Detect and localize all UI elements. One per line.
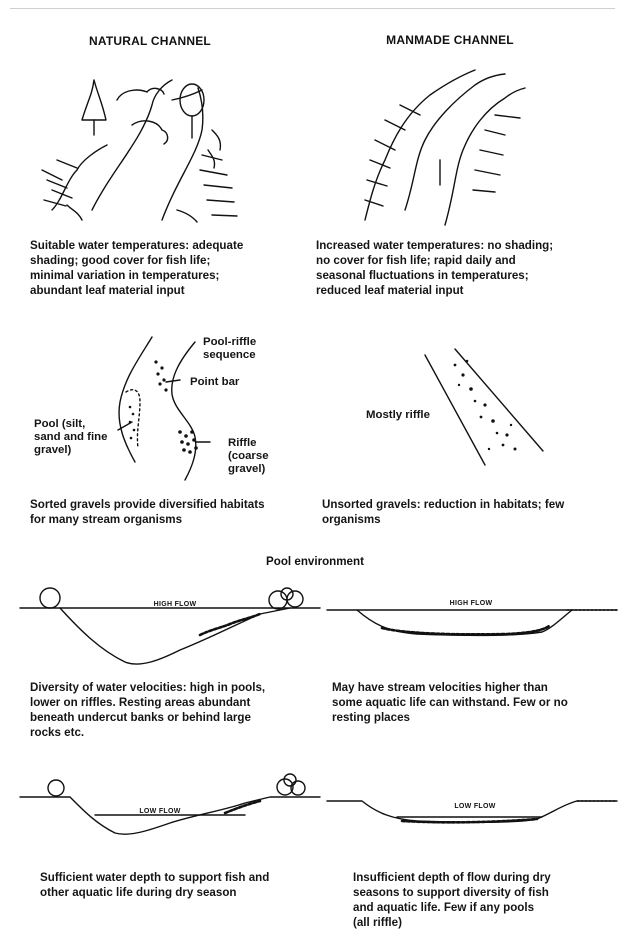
label-line: sequence xyxy=(203,349,313,362)
caption-line: no cover for fish life; rapid daily and xyxy=(316,253,616,268)
low-flow-left-caption: Sufficient water depth to support fish a… xyxy=(40,870,320,900)
low-flow-right-caption: Insufficient depth of flow during dry se… xyxy=(353,870,618,930)
pool-environment-title: Pool environment xyxy=(230,555,400,568)
caption-line: seasonal fluctuations in temperatures; xyxy=(316,268,616,283)
caption-line: some aquatic life can withstand. Few or … xyxy=(332,695,617,710)
caption-line: Sorted gravels provide diversified habit… xyxy=(30,497,315,512)
caption-line: rocks etc. xyxy=(30,725,320,740)
riffle-label: Riffle (coarse gravel) xyxy=(228,437,308,476)
pool-riffle-label: Pool-riffle sequence xyxy=(203,336,313,362)
high-flow-label-right: HIGH FLOW xyxy=(431,600,511,607)
natural-channel-illustration xyxy=(22,60,252,230)
caption-line: abundant leaf material input xyxy=(30,283,305,298)
sorted-gravels-caption: Sorted gravels provide diversified habit… xyxy=(30,497,315,527)
unsorted-gravel-dots xyxy=(454,360,517,451)
point-bar-label: Point bar xyxy=(190,376,239,389)
caption-line: Diversity of water velocities: high in p… xyxy=(30,680,320,695)
caption-line: for many stream organisms xyxy=(30,512,315,527)
label-line: gravel) xyxy=(228,463,308,476)
caption-line: Insufficient depth of flow during dry xyxy=(353,870,618,885)
low-flow-manmade-cross-section xyxy=(327,793,617,853)
caption-line: minimal variation in temperatures; xyxy=(30,268,305,283)
label-line: Riffle xyxy=(228,437,308,450)
manmade-channel-illustration xyxy=(345,60,545,230)
manmade-channel-caption: Increased water temperatures: no shading… xyxy=(316,238,616,298)
pool-label: Pool (silt, sand and fine gravel) xyxy=(34,418,134,457)
low-flow-label-left: LOW FLOW xyxy=(120,808,200,815)
low-flow-natural-cross-section xyxy=(20,775,320,855)
caption-line: lower on riffles. Resting areas abundant xyxy=(30,695,320,710)
label-line: gravel) xyxy=(34,444,134,457)
manmade-channel-heading: MANMADE CHANNEL xyxy=(360,33,540,47)
caption-line: reduced leaf material input xyxy=(316,283,616,298)
caption-line: Sufficient water depth to support fish a… xyxy=(40,870,320,885)
caption-line: seasons to support diversity of fish xyxy=(353,885,618,900)
label-line: Pool (silt, xyxy=(34,418,134,431)
label-line: Pool-riffle xyxy=(203,336,313,349)
mostly-riffle-label: Mostly riffle xyxy=(366,409,430,422)
caption-line: shading; good cover for fish life; xyxy=(30,253,305,268)
caption-line: beneath undercut banks or behind large xyxy=(30,710,320,725)
caption-line: May have stream velocities higher than xyxy=(332,680,617,695)
label-line: (coarse xyxy=(228,450,308,463)
caption-line: other aquatic life during dry season xyxy=(40,885,320,900)
natural-channel-caption: Suitable water temperatures: adequate sh… xyxy=(30,238,305,298)
high-flow-label-left: HIGH FLOW xyxy=(135,601,215,608)
caption-line: and aquatic life. Few if any pools xyxy=(353,900,618,915)
caption-line: (all riffle) xyxy=(353,915,618,930)
high-flow-manmade-cross-section xyxy=(327,598,617,658)
gravel-dots xyxy=(129,360,198,453)
high-flow-right-caption: May have stream velocities higher than s… xyxy=(332,680,617,725)
high-flow-left-caption: Diversity of water velocities: high in p… xyxy=(30,680,320,740)
caption-line: resting places xyxy=(332,710,617,725)
caption-line: Increased water temperatures: no shading… xyxy=(316,238,616,253)
natural-channel-heading: NATURAL CHANNEL xyxy=(60,34,240,48)
mostly-riffle-diagram xyxy=(415,345,555,475)
caption-line: Unsorted gravels: reduction in habitats;… xyxy=(322,497,617,512)
caption-line: organisms xyxy=(322,512,617,527)
low-flow-label-right: LOW FLOW xyxy=(435,803,515,810)
caption-line: Suitable water temperatures: adequate xyxy=(30,238,305,253)
label-line: sand and fine xyxy=(34,431,134,444)
unsorted-gravels-caption: Unsorted gravels: reduction in habitats;… xyxy=(322,497,617,527)
top-divider xyxy=(10,8,615,9)
